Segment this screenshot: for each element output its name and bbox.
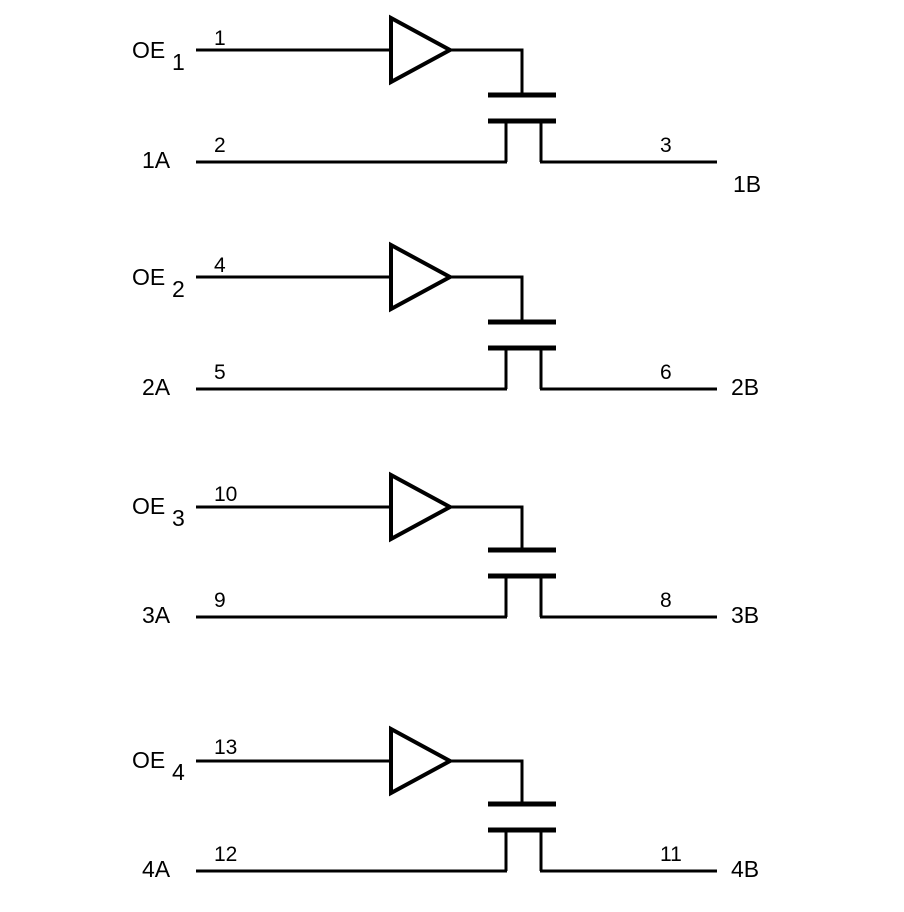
- gate-wire: [450, 275, 524, 322]
- b-port-label: 1B: [733, 171, 761, 197]
- oe-subscript: 2: [172, 276, 185, 302]
- oe-label: OE: [132, 264, 165, 290]
- buffer-triangle-icon: [389, 725, 455, 797]
- a-pin-number: 5: [214, 361, 226, 384]
- b-pin-number: 11: [660, 843, 682, 866]
- b-pin-number: 6: [660, 361, 672, 384]
- gate-wire: [450, 759, 524, 804]
- a-port-label: 1A: [142, 147, 171, 173]
- channel-2: OE 2 4 2A 5 6 2B: [132, 241, 759, 400]
- a-port-label: 2A: [142, 374, 171, 400]
- b-pin-number: 8: [660, 589, 672, 612]
- oe-pin-number: 10: [214, 483, 237, 506]
- b-pin-number: 3: [660, 134, 672, 157]
- channel-1: OE 1 1 1A 2 3 1B: [132, 14, 761, 197]
- a-pin-number: 12: [214, 843, 237, 866]
- oe-subscript: 3: [172, 505, 185, 531]
- a-pin-number: 2: [214, 134, 226, 157]
- buffer-triangle-icon: [389, 241, 455, 313]
- gate-wire: [450, 505, 524, 550]
- oe-pin-number: 1: [214, 27, 226, 50]
- buffer-triangle-icon: [389, 14, 455, 86]
- a-port-label: 3A: [142, 602, 171, 628]
- a-pin-number: 9: [214, 589, 226, 612]
- oe-subscript: 4: [172, 759, 185, 785]
- oe-label: OE: [132, 493, 165, 519]
- buffer-triangle-icon: [389, 471, 455, 543]
- channel-3: OE 3 10 3A 9 8 3B: [132, 471, 759, 628]
- channel-4: OE 4 13 4A 12 11 4B: [132, 725, 759, 882]
- b-port-label: 2B: [731, 374, 759, 400]
- oe-pin-number: 4: [214, 254, 226, 277]
- b-port-label: 4B: [731, 856, 759, 882]
- oe-label: OE: [132, 747, 165, 773]
- gate-wire: [450, 48, 524, 95]
- a-port-label: 4A: [142, 856, 171, 882]
- oe-label: OE: [132, 37, 165, 63]
- b-port-label: 3B: [731, 602, 759, 628]
- oe-pin-number: 13: [214, 736, 237, 759]
- oe-subscript: 1: [172, 49, 185, 75]
